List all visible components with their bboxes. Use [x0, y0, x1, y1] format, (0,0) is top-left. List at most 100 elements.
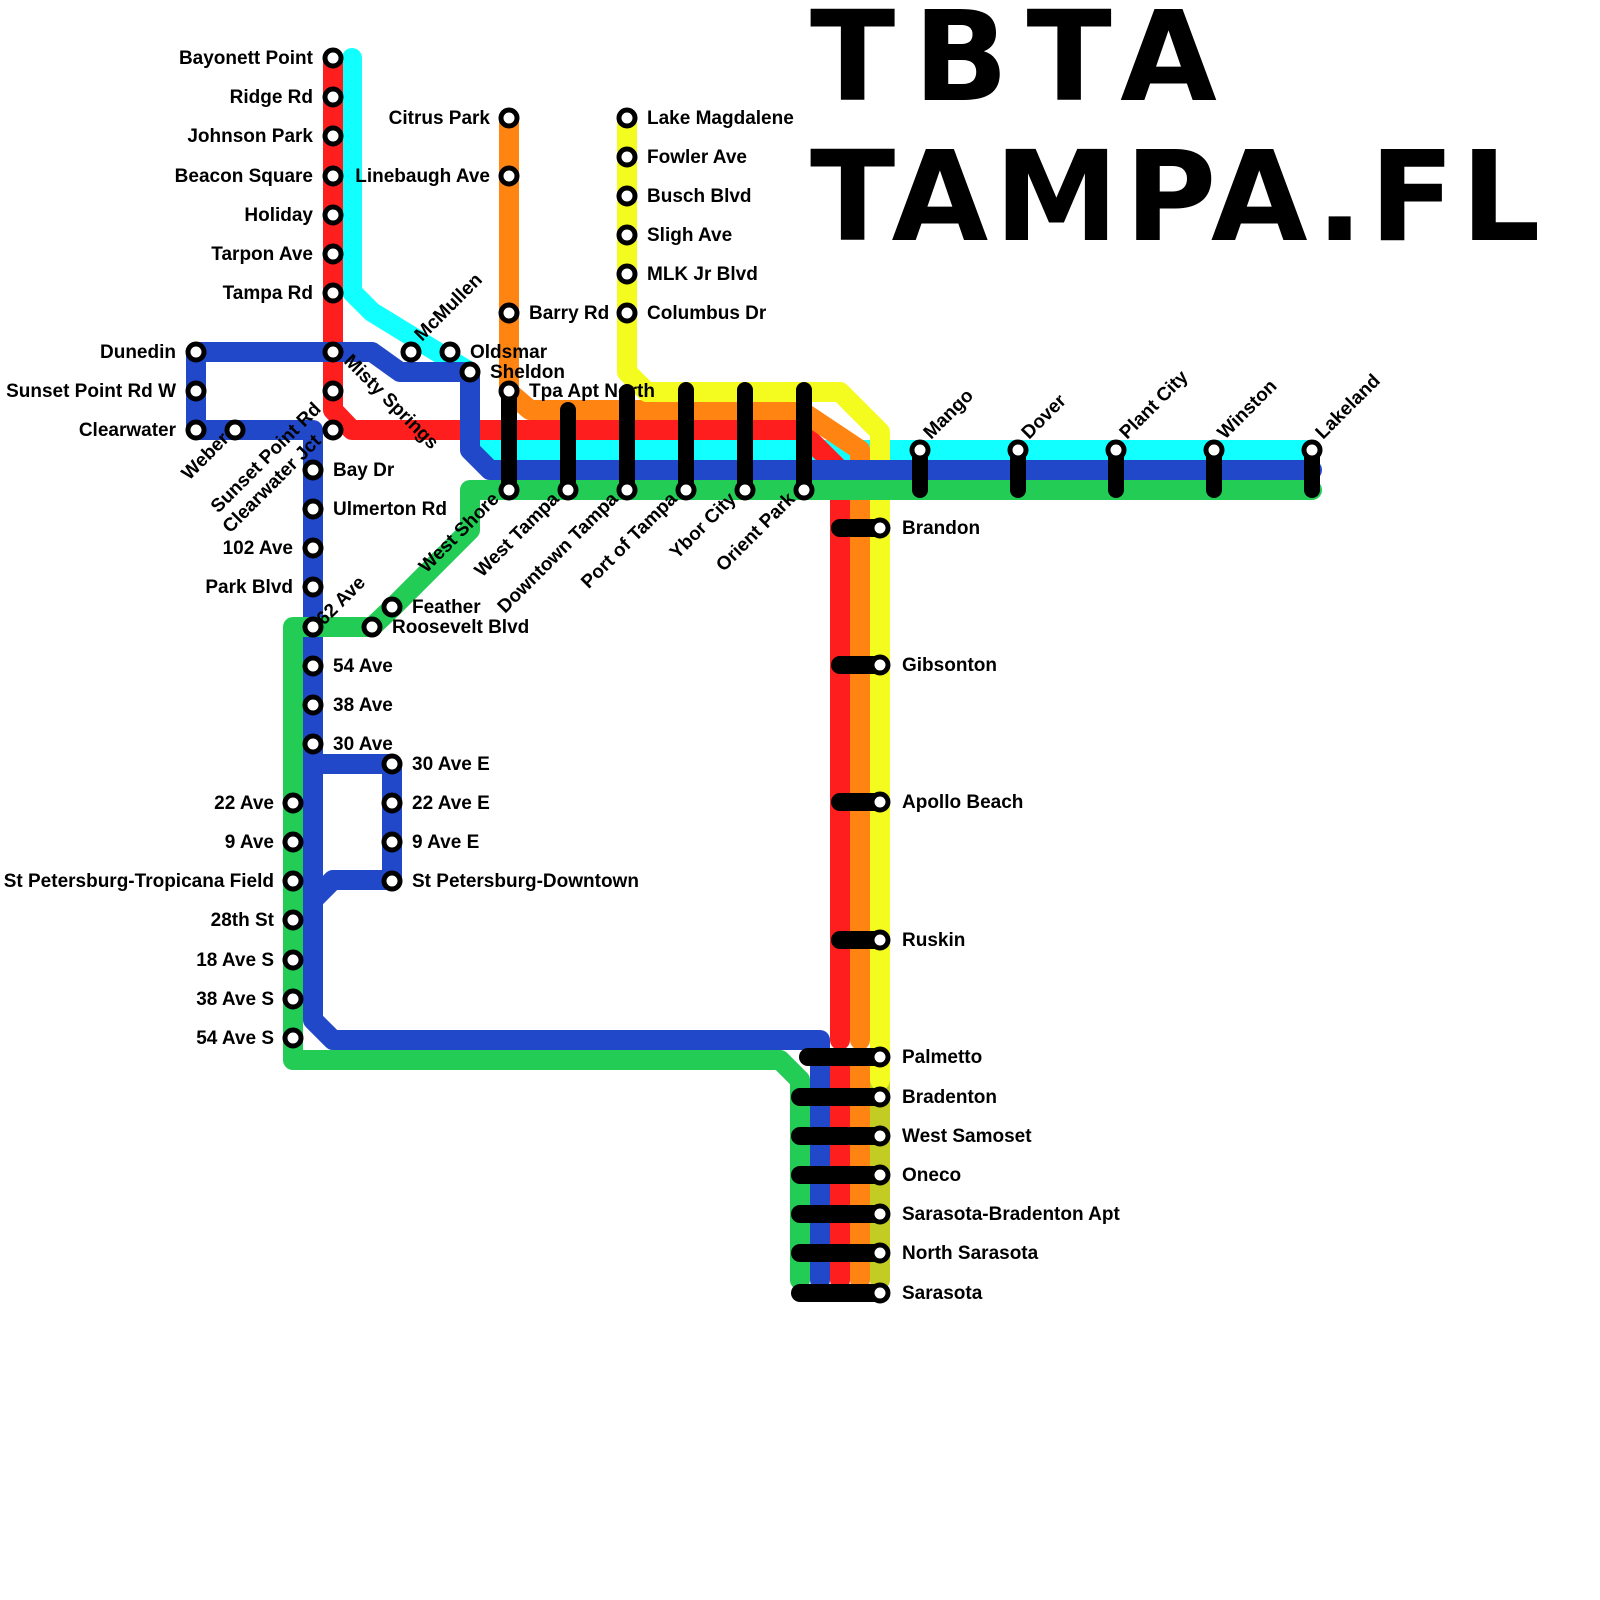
stop-22-ave-e[interactable] [381, 792, 403, 814]
stop-misty-springs-north[interactable] [322, 380, 344, 402]
stop-tarpon-ave[interactable] [322, 243, 344, 265]
stop-roosevelt-blvd[interactable] [361, 616, 383, 638]
stop-tpa-apt-north[interactable] [498, 380, 520, 402]
station-markers [185, 47, 1323, 1304]
label-ulmerton-rd: Ulmerton Rd [333, 499, 447, 520]
stop-bradenton[interactable] [869, 1086, 891, 1108]
logo-line-2: TAMPA.FL [810, 125, 1546, 270]
label-oldsmar: Oldsmar [470, 342, 548, 363]
stop-north-sarasota[interactable] [869, 1242, 891, 1264]
label-winston: Winston [1214, 376, 1282, 444]
stop-port-of-tampa[interactable] [675, 479, 697, 501]
stop-sheldon[interactable] [459, 361, 481, 383]
stop-102-ave[interactable] [302, 537, 324, 559]
stop-apollo-beach[interactable] [869, 791, 891, 813]
stop-feather[interactable] [381, 596, 403, 618]
stop-columbus-dr[interactable] [616, 302, 638, 324]
stop-18-ave-s[interactable] [282, 949, 304, 971]
stop-weber[interactable] [224, 419, 246, 441]
label-54-ave: 54 Ave [333, 656, 393, 677]
label-ridge-rd: Ridge Rd [230, 87, 313, 108]
route-lines [186, 48, 1322, 1290]
stop-30-ave[interactable] [302, 733, 324, 755]
label-busch-blvd: Busch Blvd [647, 186, 752, 207]
blue-line-branch [303, 754, 402, 910]
stop-ruskin[interactable] [869, 929, 891, 951]
stop-linebaugh-ave[interactable] [498, 165, 520, 187]
label-north-sarasota: North Sarasota [902, 1243, 1039, 1264]
stop-beacon-square[interactable] [322, 165, 344, 187]
stop-38-ave[interactable] [302, 694, 324, 716]
stop-west-samoset[interactable] [869, 1125, 891, 1147]
stop-dunedin[interactable] [185, 341, 207, 363]
stop-lakeland[interactable] [1301, 439, 1323, 461]
label-columbus-dr: Columbus Dr [647, 303, 767, 324]
stop-plant-city[interactable] [1105, 439, 1127, 461]
stop-22-ave[interactable] [282, 792, 304, 814]
stop-barry-rd[interactable] [498, 302, 520, 324]
stop-sunset-point-rd-w[interactable] [185, 380, 207, 402]
stop-busch-blvd[interactable] [616, 185, 638, 207]
stop-ybor-city[interactable] [734, 479, 756, 501]
stop-misty-springs[interactable] [322, 419, 344, 441]
stop-mango[interactable] [909, 439, 931, 461]
label-sligh-ave: Sligh Ave [647, 225, 732, 246]
stop-sunset-point-rd[interactable] [322, 341, 344, 363]
stop-clearwater[interactable] [185, 419, 207, 441]
stop-ridge-rd[interactable] [322, 86, 344, 108]
stop-54-ave[interactable] [302, 655, 324, 677]
stop-30-ave-e[interactable] [381, 753, 403, 775]
stop-oneco[interactable] [869, 1164, 891, 1186]
label-brandon: Brandon [902, 518, 980, 539]
label-citrus-park: Citrus Park [389, 108, 491, 129]
stop-lake-magdalene[interactable] [616, 107, 638, 129]
label-22-ave-e: 22 Ave E [412, 793, 490, 814]
label-barry-rd: Barry Rd [529, 303, 609, 324]
label-102-ave: 102 Ave [223, 538, 293, 559]
stop-st-petersburg-downtown[interactable] [381, 870, 403, 892]
stop-62-ave[interactable] [302, 616, 324, 638]
stop-28th-st[interactable] [282, 909, 304, 931]
logo-line-1: TBTA [810, 0, 1235, 130]
label-clearwater: Clearwater [79, 420, 177, 441]
stop-54-ave-s[interactable] [282, 1027, 304, 1049]
stop-gibsonton[interactable] [869, 654, 891, 676]
stop-sligh-ave[interactable] [616, 224, 638, 246]
stop-tampa-rd[interactable] [322, 282, 344, 304]
stop-johnson-park[interactable] [322, 125, 344, 147]
stop-holiday[interactable] [322, 204, 344, 226]
stop-palmetto[interactable] [869, 1046, 891, 1068]
stop-ulmerton-rd[interactable] [302, 498, 324, 520]
stop-west-shore[interactable] [498, 479, 520, 501]
stop-winston[interactable] [1203, 439, 1225, 461]
logo: TBTA TAMPA.FL [810, 0, 1546, 270]
stop-bayonett-point[interactable] [322, 47, 344, 69]
label-oneco: Oneco [902, 1165, 961, 1186]
label-ruskin: Ruskin [902, 930, 965, 951]
stop-west-tampa[interactable] [557, 479, 579, 501]
stop-park-blvd[interactable] [302, 576, 324, 598]
stop-9-ave-e[interactable] [381, 831, 403, 853]
stop-fowler-ave[interactable] [616, 146, 638, 168]
stop-38-ave-s[interactable] [282, 988, 304, 1010]
orange-line [499, 108, 870, 1050]
stop-downtown-tampa[interactable] [616, 479, 638, 501]
stop-9-ave[interactable] [282, 831, 304, 853]
stop-orient-park[interactable] [793, 479, 815, 501]
stop-brandon[interactable] [869, 517, 891, 539]
stop-citrus-park[interactable] [498, 107, 520, 129]
label-mcmullen: McMullen [411, 269, 487, 345]
label-lakeland: Lakeland [1312, 370, 1385, 443]
stop-sarasota[interactable] [869, 1282, 891, 1304]
stop-mlk-jr-blvd[interactable] [616, 263, 638, 285]
stop-st-petersburg-tropicana-field[interactable] [282, 870, 304, 892]
stop-oldsmar[interactable] [439, 341, 461, 363]
stop-sarasota-bradenton-apt[interactable] [869, 1203, 891, 1225]
stop-bay-dr[interactable] [302, 459, 324, 481]
label-linebaugh-ave: Linebaugh Ave [355, 166, 490, 187]
label-gibsonton: Gibsonton [902, 655, 997, 676]
label-west-samoset: West Samoset [902, 1126, 1032, 1147]
stop-mcmullen[interactable] [400, 341, 422, 363]
stop-dover[interactable] [1007, 439, 1029, 461]
